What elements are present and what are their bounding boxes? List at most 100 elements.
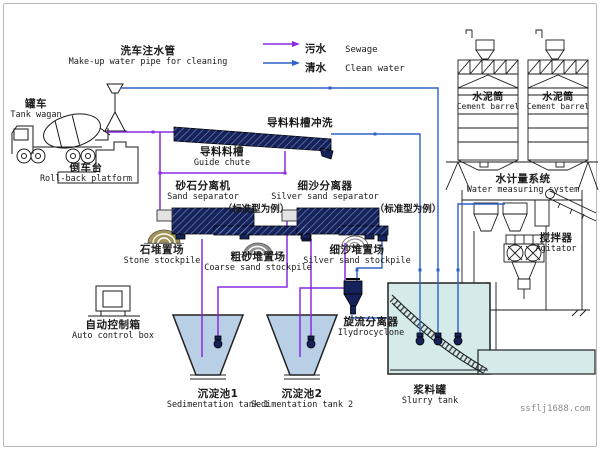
fine-stockpile-en: Silver sand stockpile [303,255,411,266]
rollback-platform-drawing [57,83,139,184]
sed-tank1-zh: 沉淀池1 [197,388,239,400]
fine-stockpile-zh: 细沙堆置场 [329,244,385,256]
label-fine-separator-note: （标准型为例） [374,204,442,216]
guide-chute-en: Guide chute [193,157,251,168]
label-guide-chute: 导料料槽 Guide chute [193,146,251,168]
water-measuring-zh: 水计量系统 [495,173,551,185]
legend-clean-zh: 清水 [305,62,326,74]
pipe-water-measuring-line [457,203,505,333]
sand-separator-zh: 砂石分离机 [175,180,231,192]
label-rollback-platform: 倒车台 Roll-back platform [39,162,133,184]
pipe-hydrocyclone-feed [356,241,383,281]
agitator-zh: 搅拌器 [539,232,573,244]
pipe-hydrocyclone-out [351,315,389,319]
auto-control-en: Auto control box [72,330,154,341]
agitator-en: Agitator [535,243,577,254]
clean-water-pipes [120,60,505,333]
coarse-mound [243,242,273,255]
label-coarse-stockpile: 粗砂堆置场 Coarse sand stockpile [204,251,312,273]
fine-separator-en: Silver sand separator [271,191,379,202]
pipe-wash-line [120,87,439,333]
legend-sewage: 污水 Sewage [305,37,378,56]
cement-barrel1-en: Cement barrel [456,102,520,112]
sed-tank2-zh: 沉淀池2 [281,388,323,400]
auto-control-box-drawing [88,285,140,317]
hydrocyclone-body [343,278,363,315]
sedimentation-tank-1 [171,314,245,376]
slurry-tank-pumps [415,332,463,346]
sedimentation-tank-2 [265,314,339,376]
tank-wagon-zh: 罐车 [25,98,47,110]
label-fine-sand-separator: 细沙分离器 Silver sand separator [271,180,379,202]
hydrocyclone-zh: 旋流分离器 [343,316,399,328]
label-cement-barrel-2: 水泥筒 Cement barrel [527,92,590,112]
rollback-zh: 倒车台 [69,162,103,174]
label-sand-separator: 砂石分离机 Sand separator [167,180,239,202]
rollback-en: Roll-back platform [39,173,133,184]
sed-tank2-en: Sedimentation tank 2 [250,399,354,410]
label-auto-control: 自动控制箱 Auto control box [72,319,154,341]
wash-pipe-en: Make-up water pipe for cleaning [68,56,228,67]
fine-mound [341,235,369,247]
label-wash-pipe: 洗车注水管 Make-up water pipe for cleaning [68,45,228,67]
sand-separator-note: （标准型为例） [222,204,290,215]
pipe-separator2-to-tank1 [217,221,288,336]
label-agitator: 搅拌器 Agitator [535,232,577,254]
tank-wagon-en: Tank wagan [10,109,62,120]
label-cement-barrel-1: 水泥筒 Cement barrel [457,92,520,112]
label-sed-tank2: 沉淀池2 Sedimentation tank 2 [250,388,354,410]
stone-stockpile-zh: 石堆置场 [139,244,184,256]
label-sand-separator-note: （标准型为例） [222,204,290,216]
pipe-chute-flush-line [331,133,421,333]
sed-tank1-en: Sedimentation tank 1 [166,399,270,410]
fine-separator-zh: 细沙分离器 [297,180,353,192]
coarse-stockpile-zh: 粗砂堆置场 [230,251,286,263]
cyan-vessels [387,282,596,375]
label-hydrocyclone: 旋流分离器 Ilydrocyclone [337,316,405,338]
separator-inlets [156,209,298,222]
guide-chute-zh: 导料料槽 [199,146,244,158]
legend-sewage-zh: 污水 [305,43,326,55]
sewage-legend-arrowhead [292,41,300,47]
slurry-tank-zh: 浆料罐 [413,384,447,396]
equipment-hatch [172,127,388,235]
label-slurry-tank: 浆料罐 Slurry tank [401,384,459,406]
cement-barrel1-zh: 水泥筒 [472,92,504,103]
fine-separator-note: （标准型为例） [374,204,442,215]
cement-barrel2-zh: 水泥筒 [542,92,574,103]
clean-legend-arrowhead [292,60,300,66]
legend-clean-en: Clean water [345,64,405,74]
cement-barrel2-en: Cement barrel [526,102,590,112]
tank-bases [190,374,320,380]
hydrocyclone-en: Ilydrocyclone [337,327,405,338]
label-tank-wagon: 罐车 Tank wagan [10,98,62,120]
sewage-pipes [107,41,346,357]
sand-separator-en: Sand separator [167,191,239,202]
truck-drawing [11,113,111,164]
watermark: ssflj1688.com [520,404,591,414]
auto-control-zh: 自动控制箱 [85,319,141,331]
pipe-elbow-to-tank2 [299,243,346,357]
slurry-tank-en: Slurry tank [401,395,459,406]
image-border [3,3,597,447]
label-stone-stockpile: 石堆置场 Stone stockpile [123,244,201,266]
stone-stockpile-en: Stone stockpile [123,255,201,266]
sedimentation-pumps [213,335,316,349]
chute-flush-zh: 导料料槽冲洗 [267,117,333,129]
label-fine-stockpile: 细沙堆置场 Silver sand stockpile [303,244,411,266]
water-measuring-en: Water measuring system [466,184,580,195]
label-chute-flush: 导料料槽冲洗 [267,117,333,130]
legend-sewage-en: Sewage [345,45,378,55]
plant-base-slab [477,349,596,375]
clean-junction-dots [292,60,460,272]
cement-silos-drawing [445,29,599,191]
wash-pipe-zh: 洗车注水管 [120,45,176,57]
slurry-tank-body [387,282,491,375]
coarse-stockpile-en: Coarse sand stockpile [204,262,312,273]
label-sed-tank1: 沉淀池1 Sedimentation tank 1 [166,388,270,410]
sewage-junction-dots [151,41,300,175]
label-water-measuring: 水计量系统 Water measuring system [466,173,580,195]
legend-clean: 清水 Clean water [305,56,405,75]
